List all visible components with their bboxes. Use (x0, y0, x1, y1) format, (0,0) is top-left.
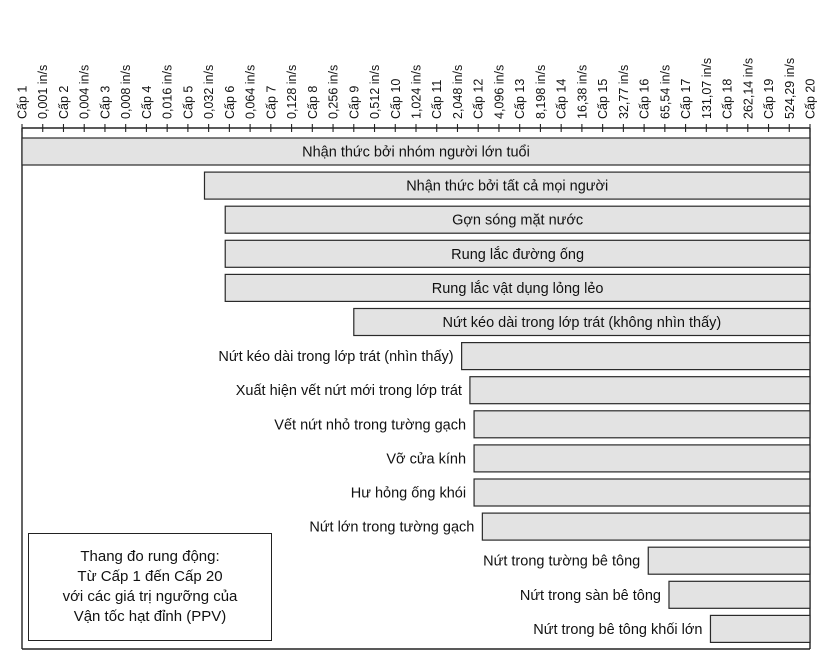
x-tick-label: Cấp 1 (16, 86, 30, 119)
x-tick-label: Cấp 7 (264, 86, 278, 119)
threshold-bar (647, 546, 811, 575)
x-tick-label: Cấp 10 (389, 79, 403, 119)
legend-line-3: với các giá trị ngưỡng của (62, 588, 238, 605)
x-tick-label: Cấp 12 (472, 79, 486, 119)
x-tick-label: Cấp 5 (181, 86, 195, 119)
x-tick-label: Cấp 17 (679, 79, 693, 119)
bar-label: Rung lắc vật dụng lỏng lẻo (432, 280, 604, 297)
x-tick-label: Cấp 15 (596, 79, 610, 119)
x-tick-label: Cấp 4 (140, 86, 154, 119)
x-tick-label: Cấp 19 (762, 79, 776, 119)
bar-label: Nứt kéo dài trong lớp trát (không nhìn t… (443, 315, 722, 331)
bar-label: Nứt lớn trong tường gạch (309, 520, 474, 536)
bar-label: Nhận thức bởi tất cả mọi người (406, 179, 608, 195)
bar-label: Nứt trong bê tông khối lớn (533, 622, 702, 638)
threshold-bar (481, 512, 811, 541)
x-tick-label: 4,096 in/s (492, 65, 506, 119)
bar-label: Rung lắc đường ống (451, 246, 584, 263)
bar-label: Nhận thức bởi nhóm người lớn tuổi (302, 145, 530, 161)
threshold-bar (224, 239, 811, 268)
x-tick-label: 131,07 in/s (700, 58, 714, 119)
x-tick-label: Cấp 8 (306, 86, 320, 119)
legend-box: Thang đo rung động: Từ Cấp 1 đến Cấp 20 … (28, 533, 272, 641)
threshold-bar (473, 410, 811, 439)
x-tick-label: Cấp 3 (98, 86, 112, 119)
legend-line-2: Từ Cấp 1 đến Cấp 20 (77, 568, 223, 585)
threshold-bar (709, 614, 811, 644)
legend-line-4: Vận tốc hạt đỉnh (PPV) (73, 608, 227, 625)
bar-label: Vết nứt nhỏ trong tường gạch (274, 417, 466, 433)
x-tick-label: 1,024 in/s (410, 65, 424, 119)
x-tick-label: 0,064 in/s (244, 65, 258, 119)
threshold-bar (469, 376, 811, 405)
x-tick-label: 32,77 in/s (617, 65, 631, 119)
x-tick-label: 2,048 in/s (451, 65, 465, 119)
bar-label: Nứt trong sàn bê tông (520, 588, 661, 604)
x-tick-label: 0,032 in/s (202, 65, 216, 119)
bar-label: Hư hỏng ống khói (351, 486, 466, 502)
x-tick-label: Cấp 16 (638, 79, 652, 119)
legend-line-1: Thang đo rung động: (80, 548, 220, 565)
threshold-bar (203, 171, 811, 200)
bar-label: Xuất hiện vết nứt mới trong lớp trát (236, 383, 462, 399)
x-tick-label: 8,198 in/s (534, 65, 548, 119)
bar-label: Gợn sóng mặt nước (452, 213, 583, 229)
x-tick-label: Cấp 14 (555, 79, 569, 119)
threshold-bar (461, 342, 811, 371)
threshold-bar (353, 307, 811, 337)
x-tick-label: 0,256 in/s (327, 65, 341, 119)
x-tick-label: 262,14 in/s (741, 58, 755, 119)
bar-label: Vỡ cửa kính (386, 451, 466, 467)
x-tick-label: 0,008 in/s (119, 65, 133, 119)
threshold-bar (668, 580, 811, 609)
x-tick-label: Cấp 18 (721, 79, 735, 119)
x-tick-label: 65,54 in/s (658, 65, 672, 119)
x-tick-label: 0,016 in/s (161, 65, 175, 119)
threshold-bar (21, 137, 811, 166)
x-tick-label: Cấp 9 (347, 86, 361, 119)
x-tick-label: 0,128 in/s (285, 65, 299, 119)
threshold-bar (473, 444, 811, 473)
x-tick-label: 0,512 in/s (368, 65, 382, 119)
x-tick-label: 0,004 in/s (78, 65, 92, 119)
x-tick-label: 524,29 in/s (783, 58, 797, 119)
bar-label: Nứt kéo dài trong lớp trát (nhìn thấy) (218, 349, 453, 365)
x-tick-label: 0,001 in/s (36, 65, 50, 119)
threshold-bar (473, 478, 811, 507)
x-tick-label: Cấp 20 (804, 79, 818, 119)
threshold-bar (224, 205, 811, 234)
bar-label: Nứt trong tường bê tông (483, 554, 640, 570)
x-tick-label: Cấp 6 (223, 86, 237, 119)
x-tick-label: 16,38 in/s (575, 65, 589, 119)
x-tick-label: Cấp 11 (430, 80, 444, 119)
x-tick-label: Cấp 2 (57, 86, 71, 119)
x-tick-label: Cấp 13 (513, 79, 527, 119)
threshold-bar (224, 273, 811, 302)
